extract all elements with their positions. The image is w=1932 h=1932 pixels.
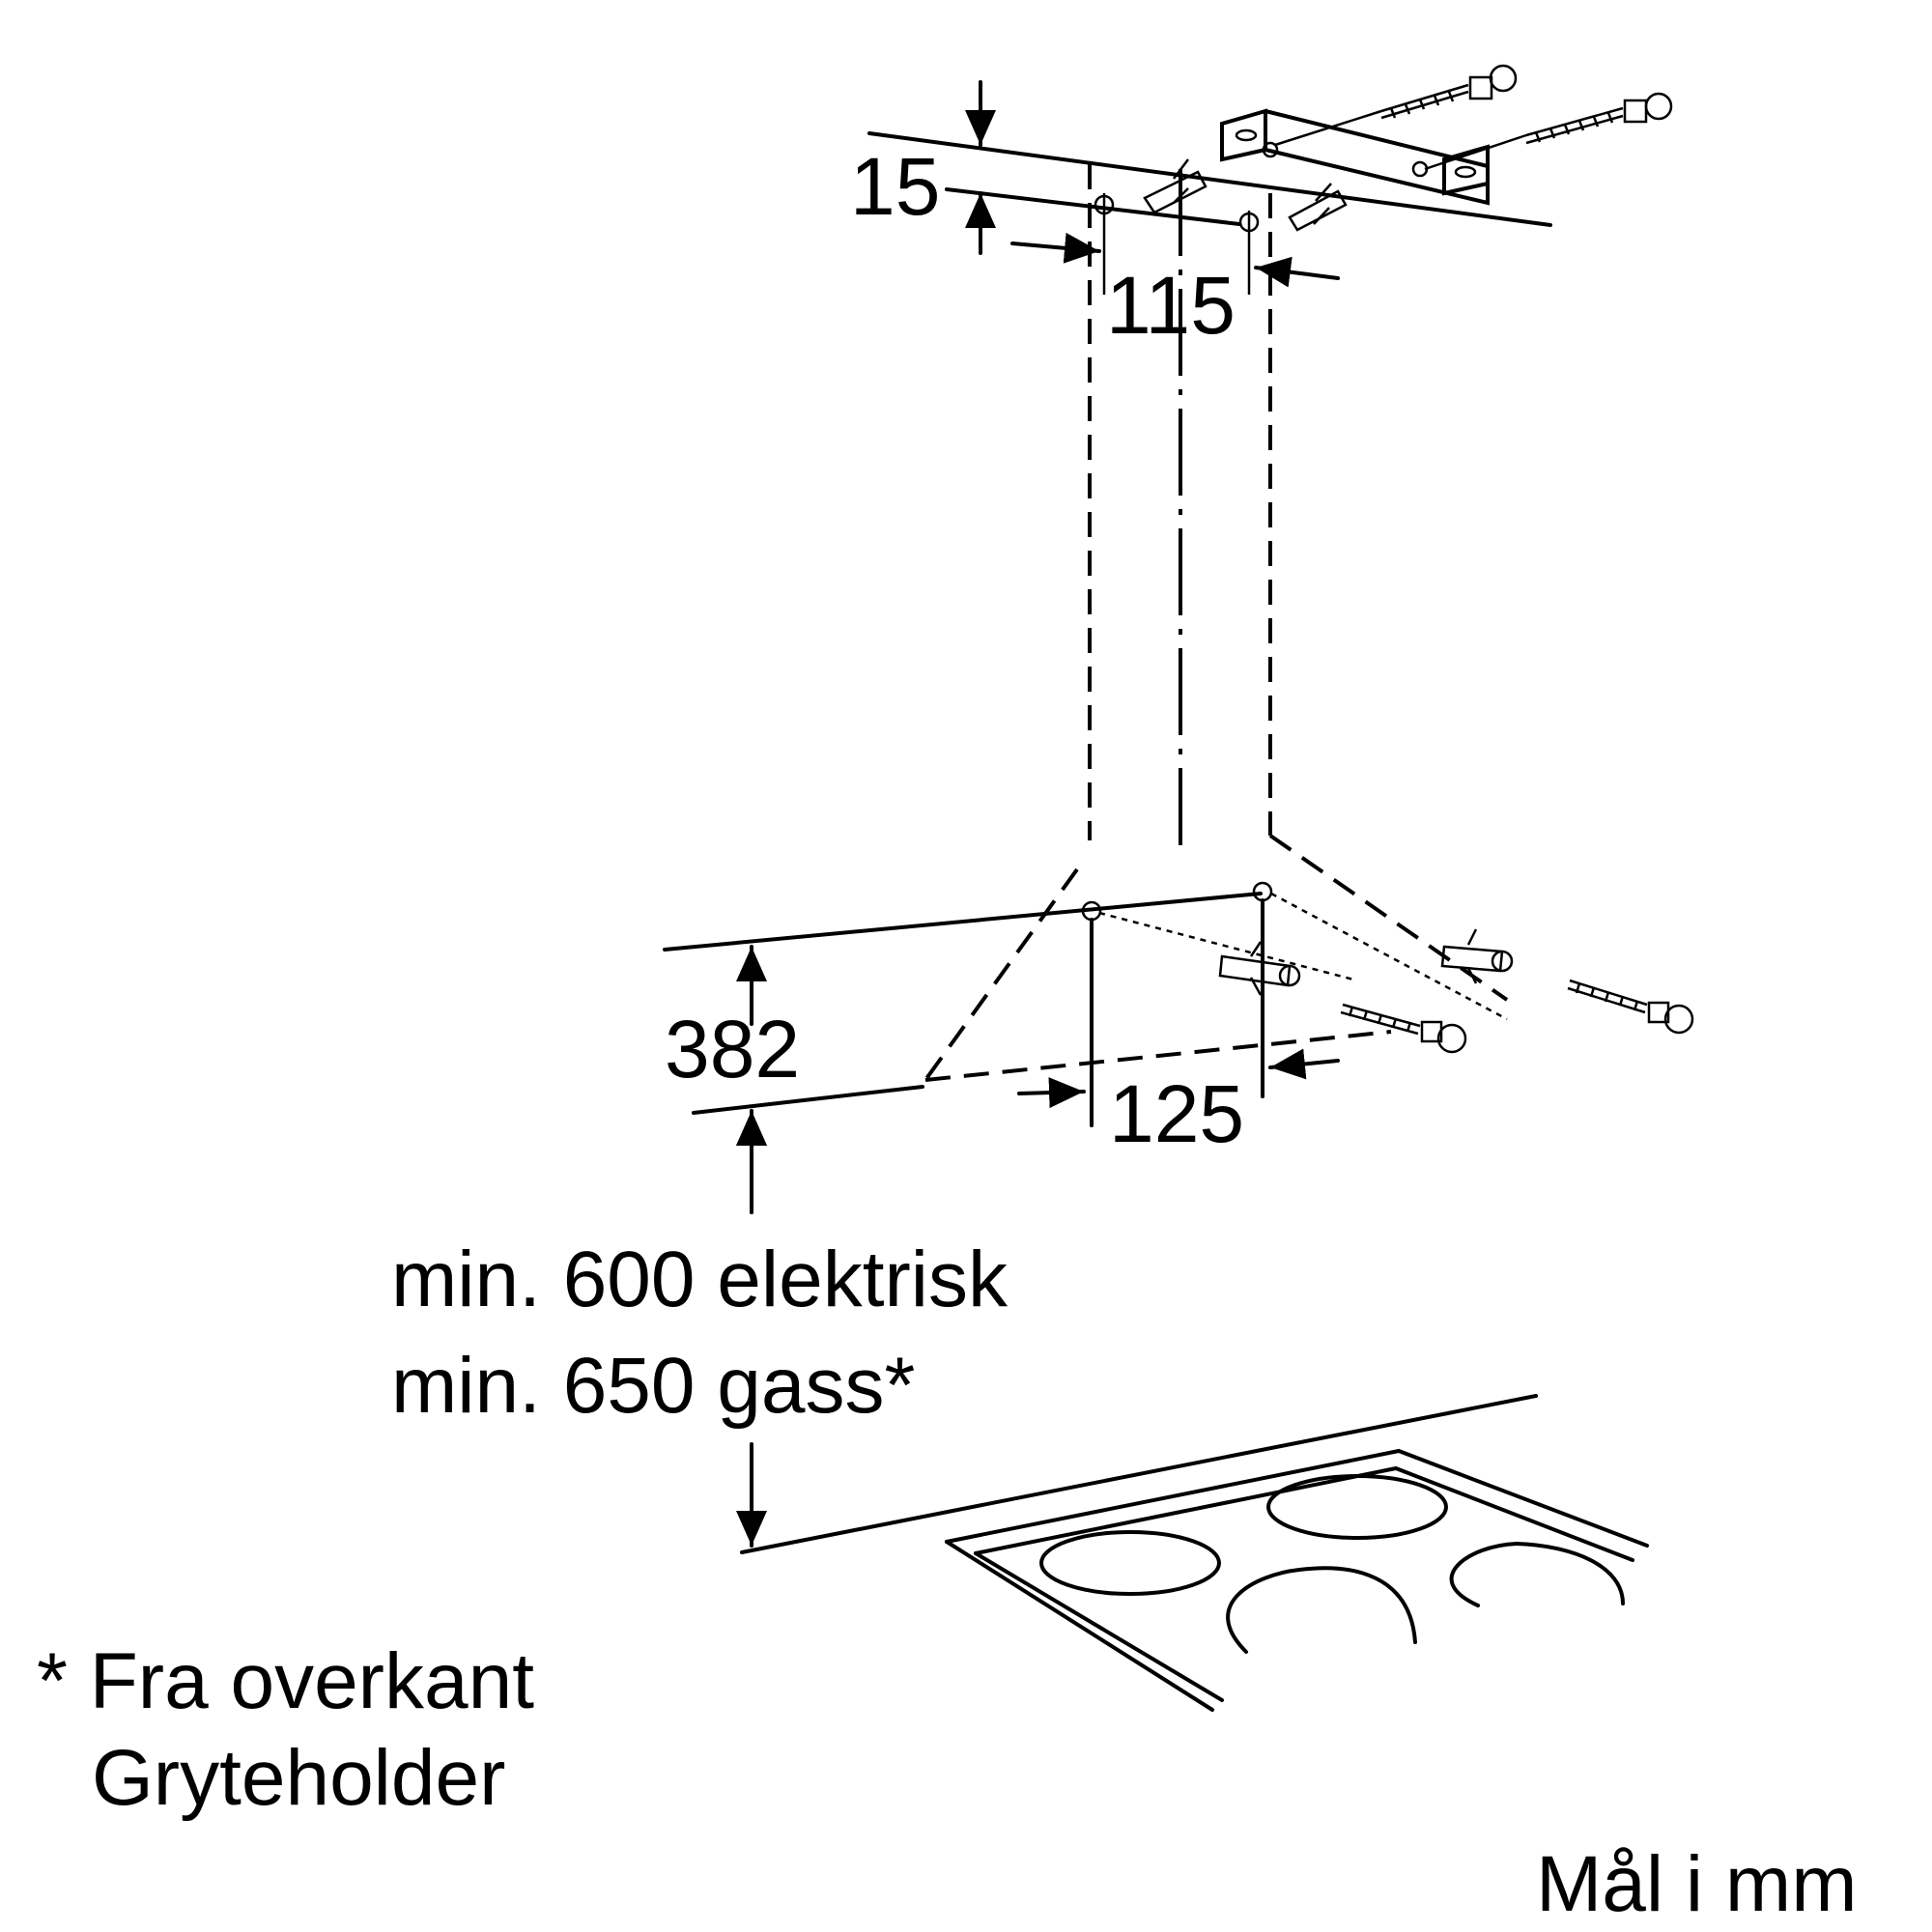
dim-115-label: 115 [1106, 260, 1236, 351]
footnote-line1: * Fra overkant [37, 1637, 534, 1725]
ceiling-lines [867, 131, 1552, 227]
units-label: Mål i mm [1536, 1840, 1858, 1928]
footnote-line2: Gryteholder [92, 1734, 505, 1822]
clearance-electric-label: min. 600 elektrisk [391, 1236, 1009, 1323]
lower-reference-lines [663, 892, 1263, 1115]
chimney-outline [923, 164, 1509, 1082]
mounting-bracket-icon [1220, 108, 1490, 206]
clearance-gas-label: min. 650 gass* [391, 1342, 915, 1430]
cooktop-icon [740, 1394, 1649, 1712]
dim-115-arrows [1010, 232, 1340, 288]
dim-125-arrows [1017, 1048, 1340, 1109]
dim-125-label: 125 [1109, 1068, 1244, 1159]
dim-382-label: 382 [665, 1004, 800, 1094]
top-screw-icon [1274, 64, 1673, 171]
dim-15-label: 15 [850, 141, 940, 232]
lower-drill-holes [1081, 881, 1508, 1127]
lower-wall-plug-icon [1218, 928, 1514, 996]
top-drill-holes [1094, 193, 1260, 295]
lower-screw-icon [1340, 979, 1694, 1054]
